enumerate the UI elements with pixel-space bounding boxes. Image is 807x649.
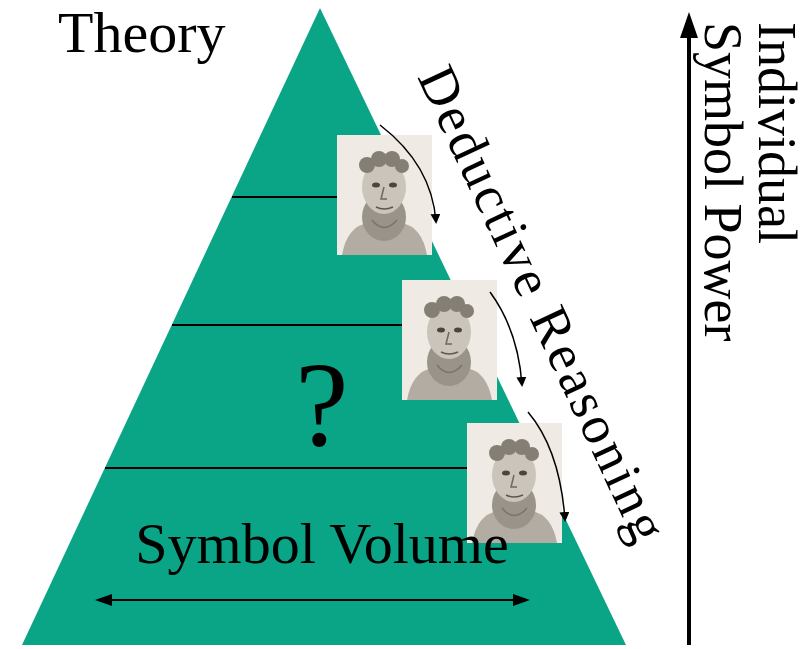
question-mark: ? (295, 345, 348, 465)
arrow-head (95, 594, 112, 606)
curved-arrow (380, 125, 436, 222)
curved-arrow (528, 412, 565, 520)
apex-heading: Theory (58, 4, 226, 62)
double-arrow (108, 599, 517, 601)
aristotle-bust (467, 423, 562, 543)
axis-label: Individual Symbol Power (696, 22, 804, 352)
aristotle-bust (337, 135, 432, 255)
base-label: Symbol Volume (135, 515, 508, 573)
aristotle-bust (402, 280, 497, 400)
power-arrow (687, 34, 691, 645)
arrow-head (513, 594, 530, 606)
band-line (105, 467, 467, 469)
band-line (232, 196, 337, 198)
band-line (172, 324, 402, 326)
